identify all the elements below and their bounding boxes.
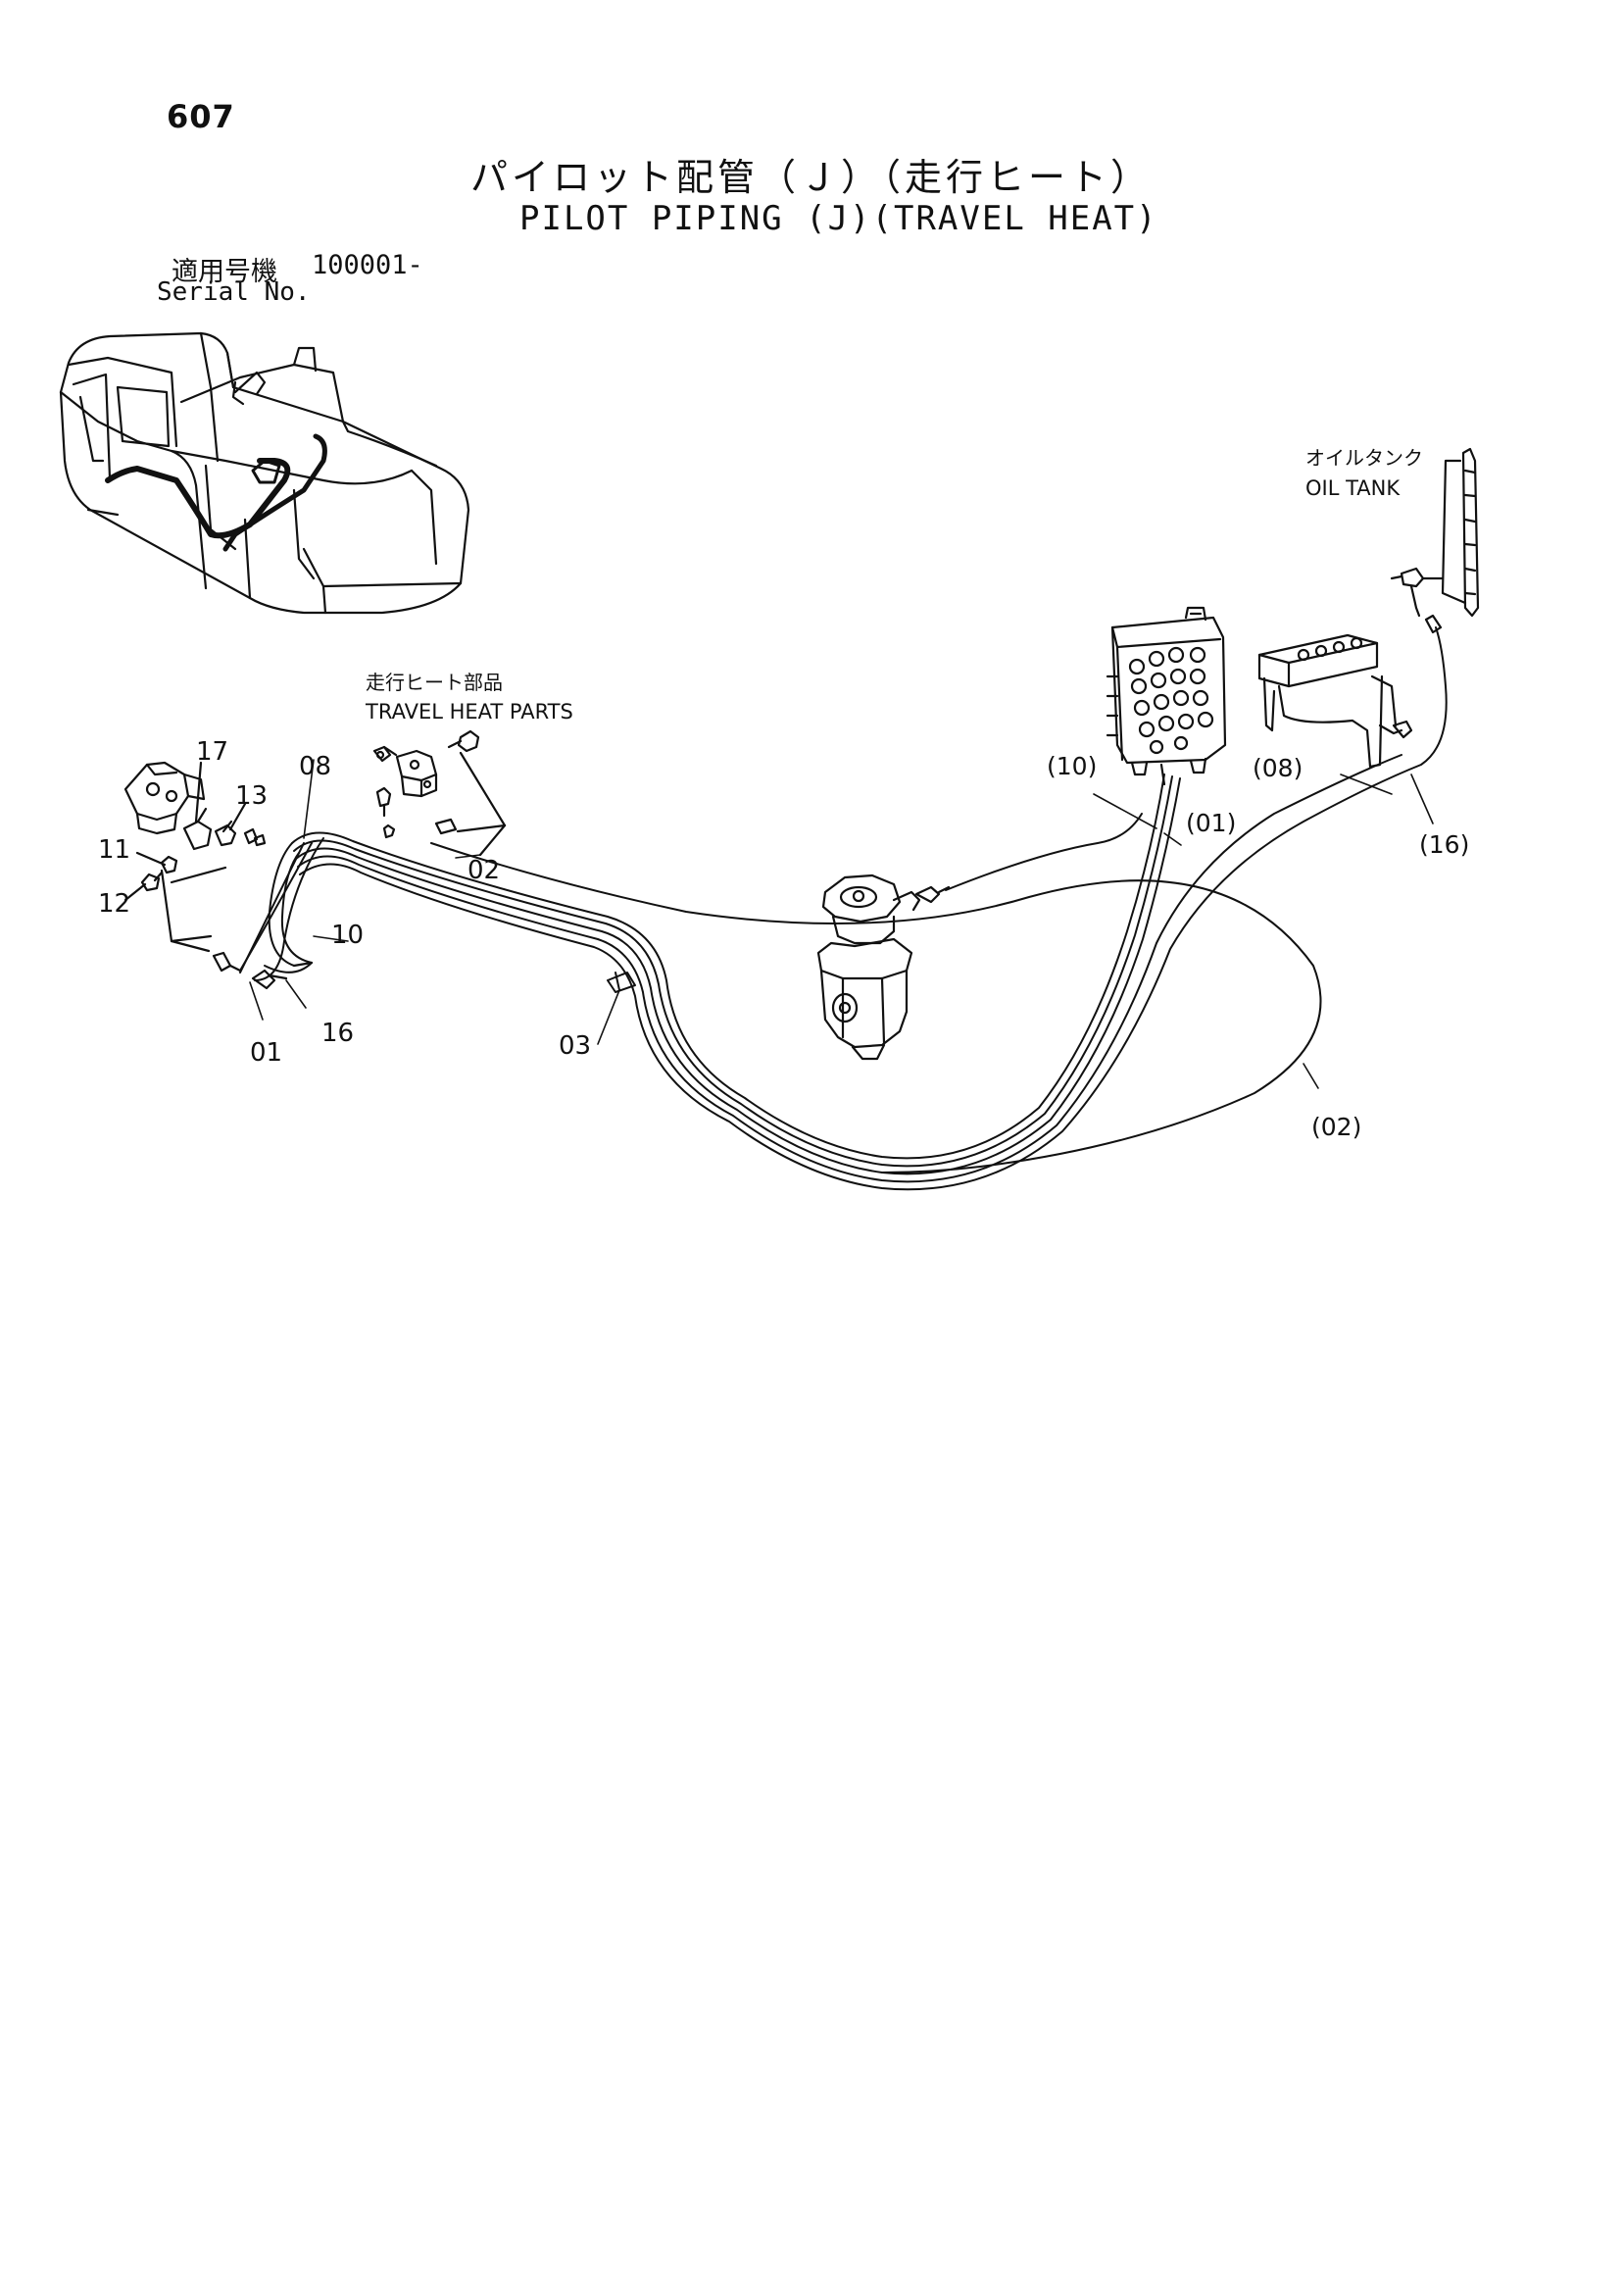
oil-tank-label-english: OIL TANK (1305, 476, 1401, 500)
serial-label-japanese: 適用号機 (172, 257, 277, 287)
serial-label-english: Serial No. (157, 277, 311, 307)
travel-heat-parts-label-english: TRAVEL HEAT PARTS (365, 700, 573, 724)
part-ref-08: (08) (1253, 754, 1303, 782)
excavator-overview-drawing (59, 331, 470, 615)
part-label-13: 13 (235, 781, 268, 811)
part-label-02: 02 (467, 856, 500, 885)
manifold-bracket-drawing (1257, 633, 1413, 769)
pilot-hose-bundle (239, 626, 1448, 1191)
part-ref-16: (16) (1419, 830, 1469, 859)
part-label-17: 17 (196, 737, 228, 767)
pilot-valve-block-drawing (1106, 606, 1227, 786)
part-label-08: 08 (299, 752, 331, 781)
oil-tank-label-japanese: オイルタンク (1305, 446, 1423, 470)
part-ref-01: (01) (1186, 809, 1236, 837)
travel-heat-parts-drawing (372, 729, 507, 857)
part-label-12: 12 (98, 889, 130, 919)
label-leader-lines (249, 759, 1434, 1089)
serial-range: 100001- (312, 250, 423, 280)
swivel-joint-drawing (816, 873, 951, 1061)
part-label-11: 11 (98, 835, 130, 865)
part-label-16: 16 (321, 1019, 354, 1048)
part-label-01: 01 (250, 1038, 282, 1068)
page-number: 607 (167, 98, 235, 135)
part-ref-02: (02) (1311, 1113, 1361, 1141)
travel-heat-parts-label-japanese: 走行ヒート部品 (366, 671, 503, 694)
left-valve-assembly-drawing (123, 761, 314, 990)
page-title-english: PILOT PIPING (J)(TRAVEL HEAT) (519, 199, 1158, 238)
page-title-japanese: パイロット配管（Ｊ）（走行ヒート） (470, 156, 1153, 199)
part-label-10: 10 (331, 921, 364, 950)
oil-tank-drawing (1390, 447, 1480, 634)
part-ref-10: (10) (1047, 752, 1097, 780)
part-label-03: 03 (559, 1031, 591, 1061)
